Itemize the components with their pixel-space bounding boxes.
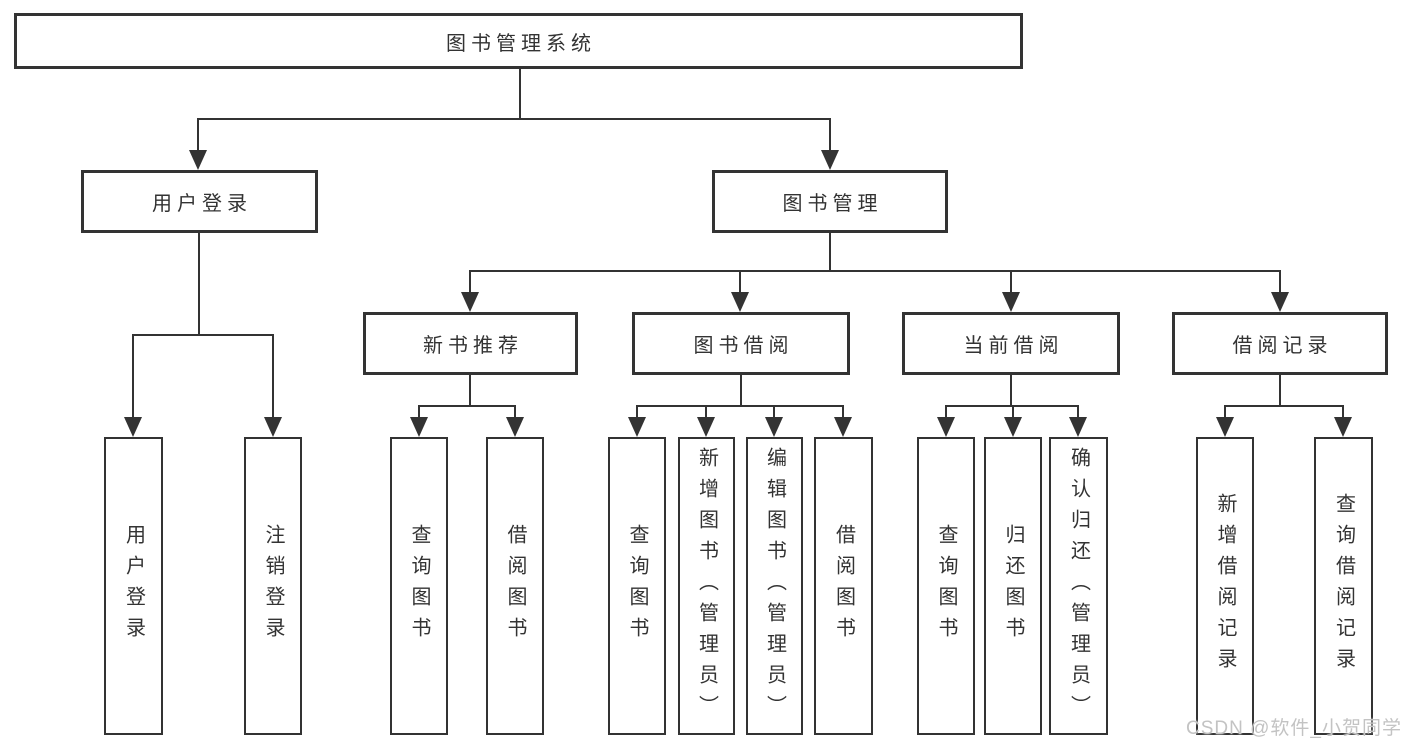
leaf-borrow-books-1: 借阅图书: [486, 437, 544, 735]
connector-line: [636, 405, 638, 421]
arrow-down-icon: [1004, 417, 1022, 437]
arrow-down-icon: [937, 417, 955, 437]
connector-line: [197, 118, 831, 120]
connector-line: [705, 405, 707, 421]
leaf-query-books-3: 查询图书: [917, 437, 975, 735]
connector-line: [739, 270, 741, 296]
connector-line: [1077, 405, 1079, 421]
connector-line: [1010, 270, 1012, 296]
connector-line: [469, 375, 471, 407]
connector-line: [773, 405, 775, 421]
leaf-query-books-2: 查询图书: [608, 437, 666, 735]
connector-line: [842, 405, 844, 421]
arrow-down-icon: [1334, 417, 1352, 437]
leaf-edit-books-admin: 编辑图书（管理员）: [746, 437, 803, 735]
connector-line: [636, 405, 844, 407]
node-user-login: 用户登录: [81, 170, 318, 233]
connector-line: [1279, 270, 1281, 296]
arrow-down-icon: [264, 417, 282, 437]
connector-line: [740, 375, 742, 407]
watermark: CSDN @软件_小贺同学: [1186, 718, 1402, 739]
leaf-query-borrow-record: 查询借阅记录: [1314, 437, 1373, 735]
leaf-confirm-return-admin: 确认归还（管理员）: [1049, 437, 1108, 735]
connector-line: [1224, 405, 1344, 407]
leaf-query-books-1: 查询图书: [390, 437, 448, 735]
connector-line: [418, 405, 516, 407]
arrow-down-icon: [124, 417, 142, 437]
arrow-down-icon: [1216, 417, 1234, 437]
connector-line: [132, 334, 134, 420]
arrow-down-icon: [410, 417, 428, 437]
leaf-borrow-books-2: 借阅图书: [814, 437, 873, 735]
connector-line: [418, 405, 420, 421]
connector-line: [469, 270, 471, 296]
leaf-user-login: 用户登录: [104, 437, 163, 735]
arrow-down-icon: [189, 150, 207, 170]
connector-line: [1010, 375, 1012, 407]
arrow-down-icon: [765, 417, 783, 437]
connector-line: [272, 334, 274, 420]
connector-line: [519, 67, 521, 118]
node-book-management: 图书管理: [712, 170, 948, 233]
connector-line: [198, 233, 200, 336]
arrow-down-icon: [834, 417, 852, 437]
connector-line: [829, 118, 831, 154]
connector-line: [1012, 405, 1014, 421]
arrow-down-icon: [731, 292, 749, 312]
connector-line: [197, 118, 199, 154]
node-book-borrowing: 图书借阅: [632, 312, 850, 375]
connector-line: [514, 405, 516, 421]
connector-line: [132, 334, 274, 336]
connector-line: [1279, 375, 1281, 407]
connector-line: [1342, 405, 1344, 421]
arrow-down-icon: [506, 417, 524, 437]
connector-line: [945, 405, 947, 421]
arrow-down-icon: [697, 417, 715, 437]
node-borrowing-records: 借阅记录: [1172, 312, 1388, 375]
leaf-add-books-admin: 新增图书（管理员）: [678, 437, 735, 735]
node-new-book-recommend: 新书推荐: [363, 312, 578, 375]
leaf-return-books: 归还图书: [984, 437, 1042, 735]
arrow-down-icon: [628, 417, 646, 437]
connector-line: [469, 270, 1281, 272]
connector-line: [1224, 405, 1226, 421]
connector-line: [829, 233, 831, 272]
leaf-logout-login: 注销登录: [244, 437, 302, 735]
leaf-add-borrow-record: 新增借阅记录: [1196, 437, 1254, 735]
arrow-down-icon: [1002, 292, 1020, 312]
arrow-down-icon: [1069, 417, 1087, 437]
node-current-borrowing: 当前借阅: [902, 312, 1120, 375]
node-book-management-system: 图书管理系统: [14, 13, 1023, 69]
arrow-down-icon: [821, 150, 839, 170]
arrow-down-icon: [1271, 292, 1289, 312]
arrow-down-icon: [461, 292, 479, 312]
